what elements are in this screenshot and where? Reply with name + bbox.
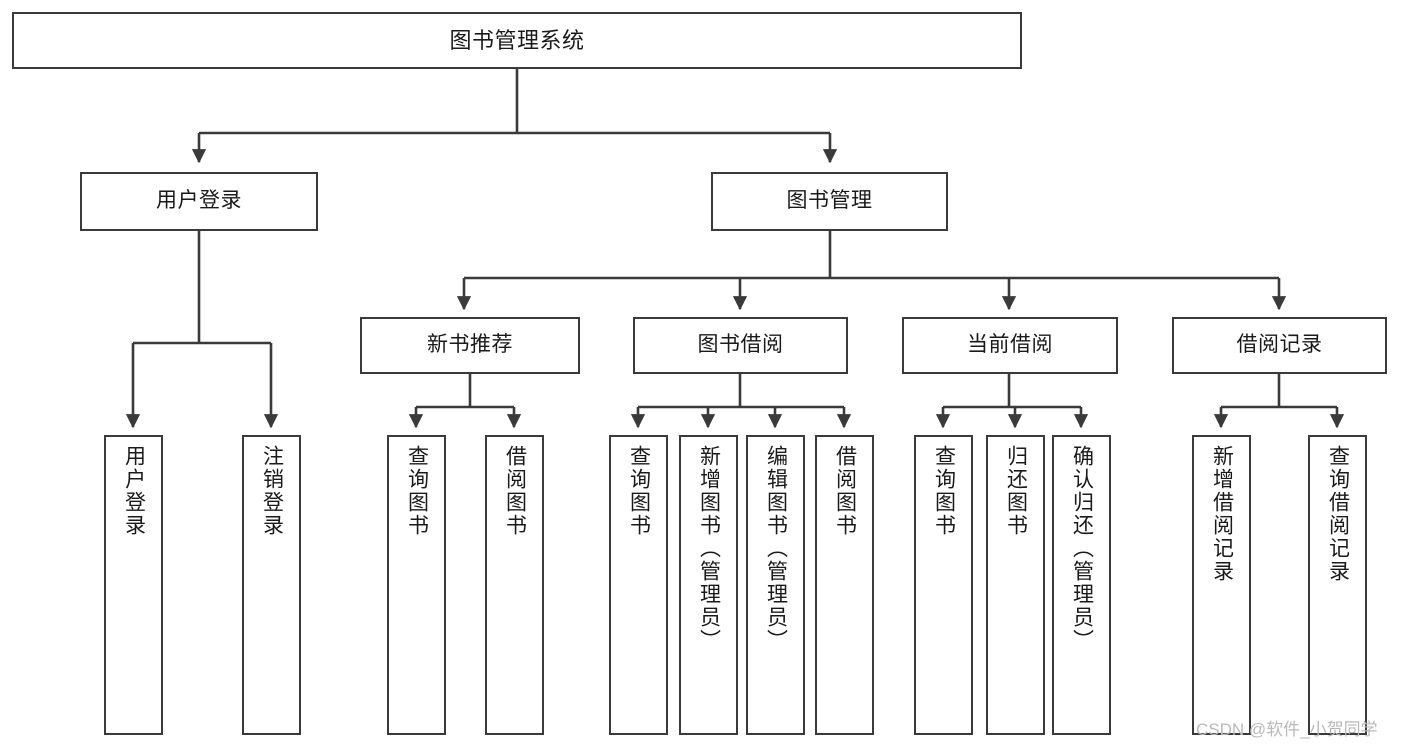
node-label: 新增借阅记录 [1210,445,1234,583]
node-book-manage[interactable]: 图书管理 [711,172,948,231]
node-leaf-query-book-3[interactable]: 查询图书 [914,435,973,735]
node-leaf-borrow-book-2[interactable]: 借阅图书 [815,435,874,735]
node-leaf-edit-book[interactable]: 编辑图书（管理员） [746,435,805,735]
node-book-borrow[interactable]: 图书借阅 [633,317,848,374]
node-leaf-query-record[interactable]: 查询借阅记录 [1308,435,1367,735]
node-leaf-query-book-1[interactable]: 查询图书 [387,435,446,735]
node-leaf-add-record[interactable]: 新增借阅记录 [1192,435,1251,735]
node-label: 新增图书（管理员） [697,445,721,652]
node-leaf-borrow-book-1[interactable]: 借阅图书 [485,435,544,735]
node-label: 借阅图书 [833,445,857,537]
node-label: 图书管理 [786,189,873,213]
node-leaf-confirm-return[interactable]: 确认归还（管理员） [1052,435,1111,735]
node-borrow-record[interactable]: 借阅记录 [1172,317,1387,374]
node-label: 查询图书 [405,445,429,537]
node-label: 查询借阅记录 [1326,445,1350,583]
node-label: 用户登录 [156,189,242,213]
node-label: 归还图书 [1004,445,1028,537]
node-leaf-user-logout[interactable]: 注销登录 [242,435,301,735]
node-label: 用户登录 [122,445,146,537]
node-label: 当前借阅 [967,333,1053,357]
node-user-login[interactable]: 用户登录 [80,172,318,231]
node-leaf-add-book[interactable]: 新增图书（管理员） [679,435,738,735]
node-leaf-return-book[interactable]: 归还图书 [986,435,1045,735]
node-label: 注销登录 [260,445,284,537]
node-current-borrow[interactable]: 当前借阅 [902,317,1118,374]
node-label: 新书推荐 [427,333,513,357]
node-label: 借阅图书 [503,445,527,537]
node-root-system[interactable]: 图书管理系统 [12,12,1022,69]
node-label: 图书管理系统 [449,27,585,53]
node-new-book-recommend[interactable]: 新书推荐 [360,317,580,374]
node-label: 借阅记录 [1236,333,1323,357]
node-label: 确认归还（管理员） [1070,445,1094,652]
node-leaf-query-book-2[interactable]: 查询图书 [609,435,668,735]
node-label: 查询图书 [932,445,956,537]
node-leaf-user-login[interactable]: 用户登录 [104,435,163,735]
node-label: 编辑图书（管理员） [764,445,788,652]
csdn-watermark: CSDN @软件_小贺同学 [1196,720,1378,739]
node-label: 图书借阅 [697,333,784,357]
node-label: 查询图书 [627,445,651,537]
